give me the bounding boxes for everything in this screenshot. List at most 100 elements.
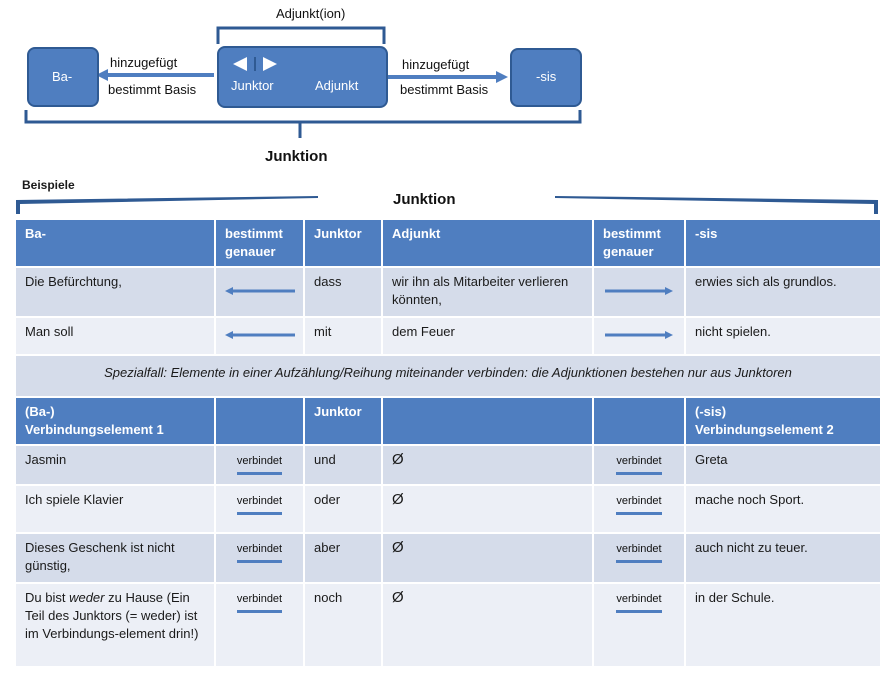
right-arrow-bottom-label: bestimmt Basis [400,82,489,97]
cell-left-pre: Du bist [25,590,70,605]
right-arrow-top-label: hinzugefügt [402,57,470,72]
right-arrow-icon [605,287,673,295]
right-arrow-icon [605,331,673,339]
header-bestimmt-left: bestimmt genauer [215,220,305,268]
left-arrow-icon [225,331,295,339]
junktor-double-arrow-icon [233,57,277,71]
cell-verbindet-left: verbindet [215,445,305,486]
header-ba: Ba- [16,220,216,268]
cell-adjunkt: Ø [382,583,594,668]
cell-verbindet-left: verbindet [215,485,305,534]
header2-sis: (-sis) [695,404,727,419]
header2-element2-label: Verbindungselement 2 [695,422,834,437]
cell-left-em: weder [69,590,105,605]
verbindet-label: verbindet [236,495,283,507]
cell-junktor: und [304,445,383,486]
cell-sis: nicht spielen. [685,317,882,356]
cell-junktor: dass [304,267,383,318]
junktion-brace [24,110,582,138]
cell-left: Jasmin [16,445,216,486]
cell-adjunkt: Ø [382,533,594,584]
special-case-text: Spezialfall: Elemente in einer Aufzählun… [16,355,882,398]
adjunkt-box-label: Adjunkt [315,78,359,93]
header2-empty-left [215,397,305,446]
verbindet-left-arrow: verbindet [236,452,283,475]
special-case-row: Spezialfall: Elemente in einer Aufzählun… [16,355,882,398]
cell-ba: Man soll [16,317,216,356]
beispiele-label: Beispiele [22,178,75,192]
cell-verbindet-right: verbindet [593,583,686,668]
cell-adjunkt: dem Feuer [382,317,594,356]
verbindet-label: verbindet [616,543,662,555]
cell-arrow-left [215,267,305,318]
verbindet-label: verbindet [236,455,283,467]
header-sis: -sis [685,220,882,268]
cell-junktor: mit [304,317,383,356]
table-row: Man soll mit dem Feuer nicht spielen. [16,317,882,356]
cell-right: mache noch Sport. [685,485,882,534]
cell-verbindet-right: verbindet [593,485,686,534]
table-header-row: Ba- bestimmt genauer Junktor Adjunkt bes… [16,220,882,268]
table-header-row-2: (Ba-) Verbindungselement 1 Junktor (-sis… [16,397,882,446]
cell-left: Dieses Geschenk ist nicht günstig, [16,533,216,584]
verbindet-label: verbindet [616,455,662,467]
header2-element2: (-sis) Verbindungselement 2 [685,397,882,446]
header2-empty-adjunkt [382,397,594,446]
adjunktion-bracket [216,26,386,44]
junktion-table-bracket [16,196,878,214]
header2-empty-right [593,397,686,446]
cell-right: Greta [685,445,882,486]
table-row: Ich spiele Klavier verbindet oder Ø verb… [16,485,882,534]
junktion-label: Junktion [265,148,328,165]
sis-box-label: -sis [536,69,557,84]
cell-sis: erwies sich als grundlos. [685,267,882,318]
cell-verbindet-right: verbindet [593,445,686,486]
cell-left-post: zu Hause (Ein Teil des Junktors (= weder… [25,590,199,641]
examples-table: Ba- bestimmt genauer Junktor Adjunkt bes… [16,220,882,668]
table-row: Die Befürchtung, dass wir ihn als Mitarb… [16,267,882,318]
cell-right: in der Schule. [685,583,882,668]
adjunktion-label: Adjunkt(ion) [276,6,346,21]
cell-adjunkt: Ø [382,485,594,534]
verbindet-right-arrow: verbindet [616,492,662,515]
left-arrow-bottom-label: bestimmt Basis [108,82,197,97]
table-row: Du bist weder zu Hause (Ein Teil des Jun… [16,583,882,668]
cell-arrow-right [593,267,686,318]
cell-right: auch nicht zu teuer. [685,533,882,584]
cell-ba: Die Befürchtung, [16,267,216,318]
junktor-box-label: Junktor [231,78,274,93]
verbindet-left-arrow: verbindet [236,492,283,515]
verbindet-right-arrow: verbindet [616,590,662,613]
sis-box: -sis [510,48,582,107]
verbindet-left-arrow: verbindet [236,590,283,613]
verbindet-left-arrow: verbindet [236,540,283,563]
cell-arrow-left [215,317,305,356]
verbindet-label: verbindet [236,593,283,605]
left-arrow-icon [225,287,295,295]
header2-ba: (Ba-) [25,404,55,419]
cell-junktor: oder [304,485,383,534]
header-adjunkt: Adjunkt [382,220,594,268]
left-arrow-top-label: hinzugefügt [110,55,178,70]
cell-left: Du bist weder zu Hause (Ein Teil des Jun… [16,583,216,668]
cell-adjunkt: Ø [382,445,594,486]
cell-left: Ich spiele Klavier [16,485,216,534]
ba-box: Ba- [27,47,99,107]
table-row: Jasmin verbindet und Ø verbindet Greta [16,445,882,486]
junktion-table-title: Junktion [393,191,456,208]
verbindet-label: verbindet [616,593,662,605]
right-arrowhead [496,71,508,83]
cell-verbindet-right: verbindet [593,533,686,584]
verbindet-label: verbindet [236,543,283,555]
diagram-brackets [24,26,582,138]
header-bestimmt-right: bestimmt genauer [593,220,686,268]
header-junktor: Junktor [304,220,383,268]
ba-box-label: Ba- [52,69,73,84]
left-arrowhead [96,69,108,81]
table-row: Dieses Geschenk ist nicht günstig, verbi… [16,533,882,584]
cell-junktor: aber [304,533,383,584]
verbindet-right-arrow: verbindet [616,540,662,563]
junktor-adjunkt-box: Junktor Adjunkt [217,46,388,108]
cell-junktor: noch [304,583,383,668]
verbindet-right-arrow: verbindet [616,452,662,475]
